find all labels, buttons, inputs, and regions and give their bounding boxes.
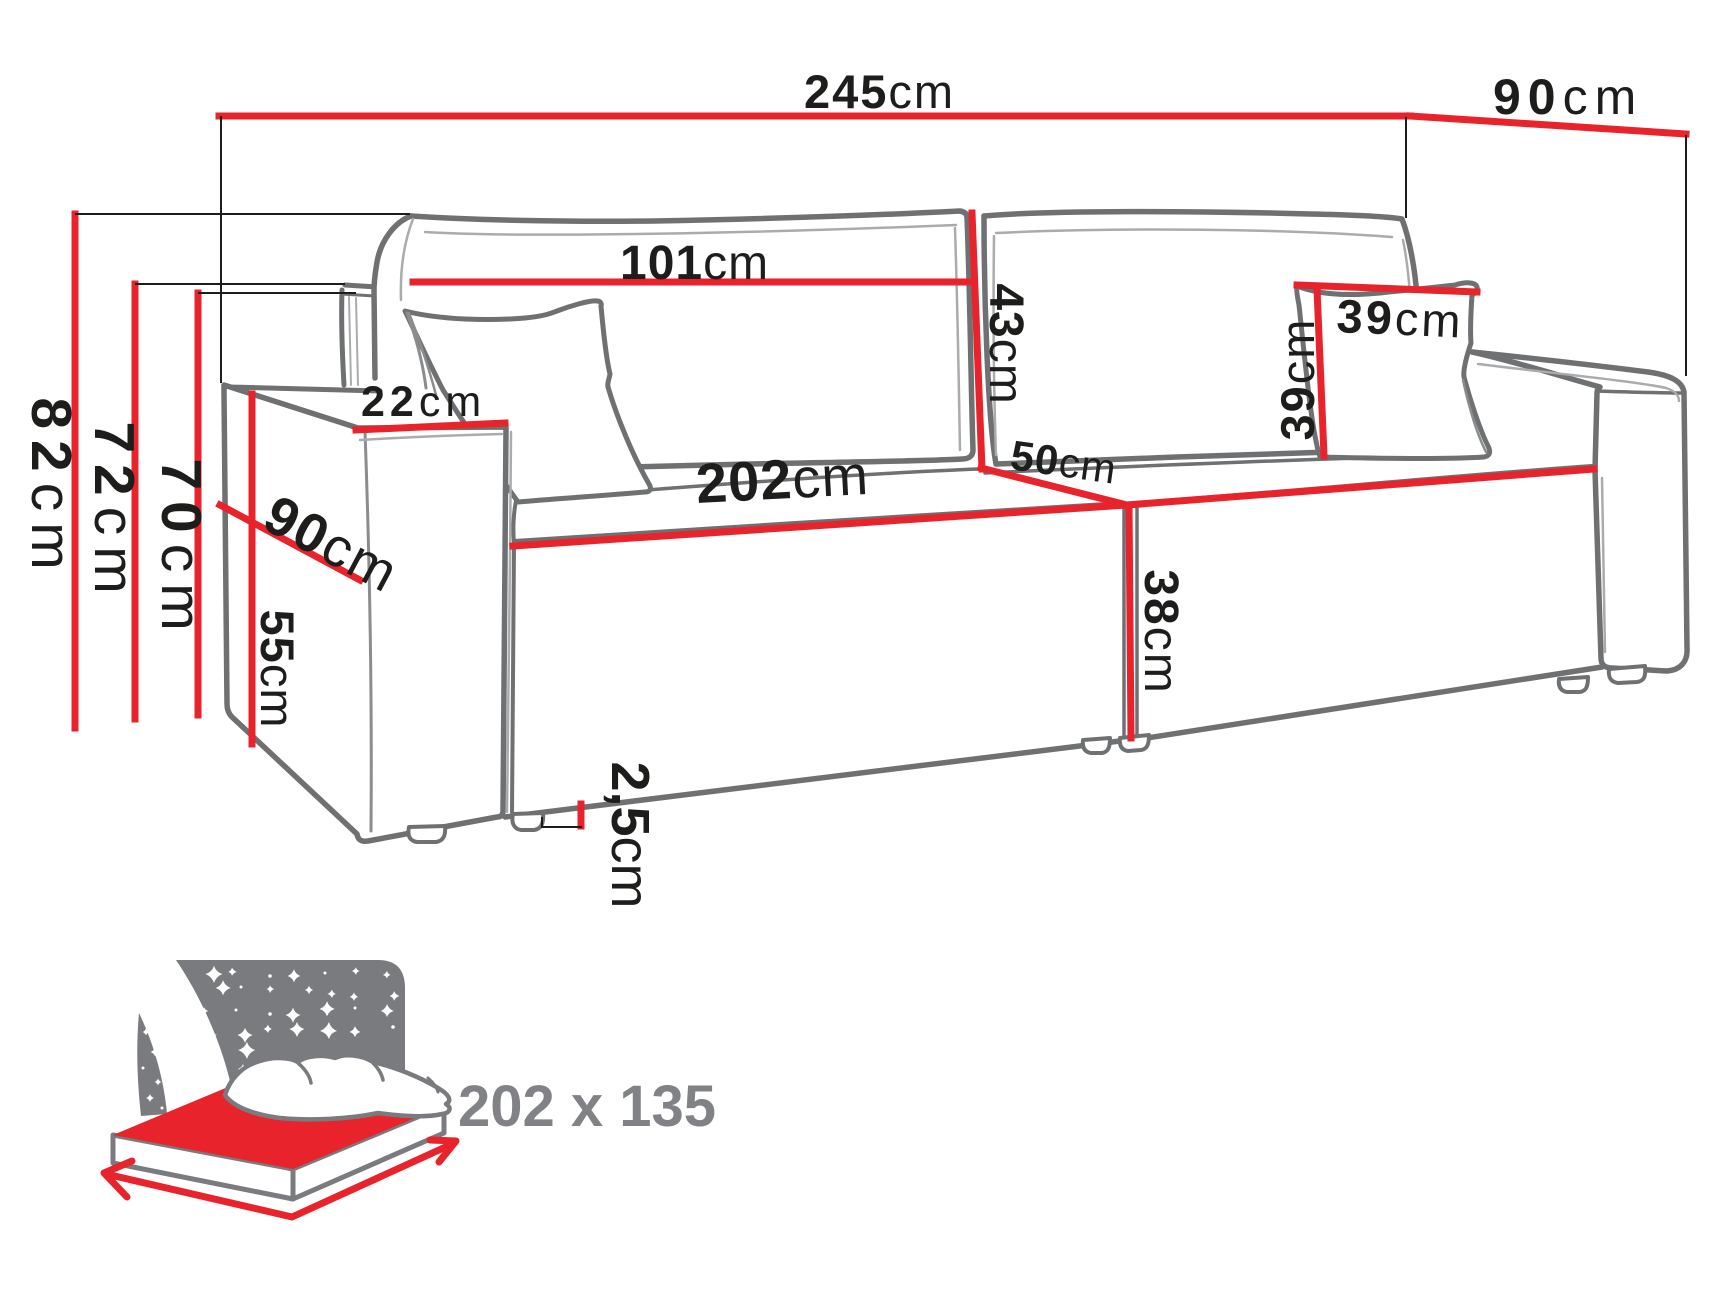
- svg-text:39cm: 39cm: [1271, 318, 1324, 441]
- svg-text:202cm: 202cm: [694, 443, 870, 515]
- svg-text:50cm: 50cm: [1008, 431, 1120, 492]
- svg-text:70cm: 70cm: [149, 458, 213, 641]
- svg-text:72cm: 72cm: [82, 421, 146, 604]
- svg-text:2,5cm: 2,5cm: [600, 761, 660, 908]
- svg-text:22cm: 22cm: [361, 378, 486, 426]
- svg-text:202 x 135: 202 x 135: [458, 1074, 716, 1139]
- svg-text:38cm: 38cm: [1134, 569, 1187, 694]
- svg-text:43cm: 43cm: [979, 283, 1032, 404]
- svg-text:39cm: 39cm: [1336, 289, 1465, 347]
- svg-text:90cm: 90cm: [1493, 69, 1643, 125]
- svg-text:82cm: 82cm: [19, 397, 83, 580]
- svg-text:55cm: 55cm: [251, 610, 304, 729]
- svg-text:101cm: 101cm: [620, 237, 769, 290]
- svg-text:245cm: 245cm: [804, 65, 955, 118]
